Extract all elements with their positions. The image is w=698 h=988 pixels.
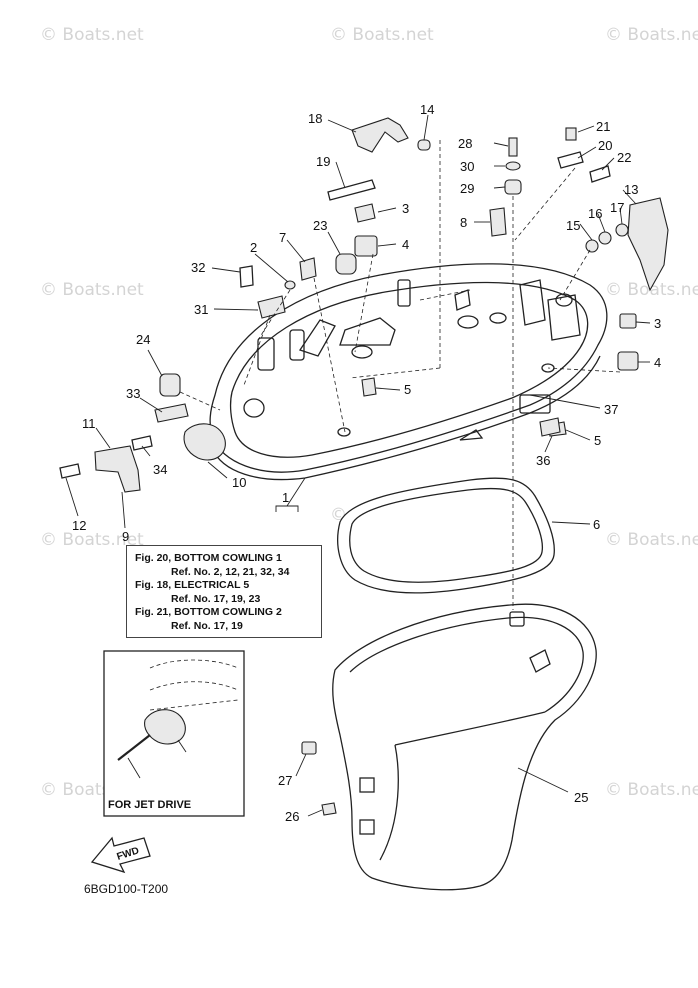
- callout-7: 7: [279, 230, 286, 245]
- grommet-29: [504, 179, 522, 195]
- fwd-arrow-icon: FWD: [90, 836, 151, 874]
- plate-33: [154, 403, 189, 423]
- callout-18: 18: [308, 111, 322, 126]
- callout-6: 6: [593, 517, 600, 532]
- bottom-cowling-pan: [209, 263, 608, 481]
- callout-9: 9: [122, 529, 129, 544]
- screw-34: [131, 435, 153, 451]
- callout-28: 28: [458, 136, 472, 151]
- callout-12: 12: [72, 518, 86, 533]
- watermark: © Boats.net: [605, 780, 698, 800]
- leader-lines: [65, 114, 651, 817]
- ref-line: Ref. No. 2, 12, 21, 32, 34: [171, 565, 290, 578]
- callout-15: 15: [566, 218, 580, 233]
- watermark: © Boats.net: [40, 530, 144, 550]
- callout-22: 22: [617, 150, 631, 165]
- ref-line: Ref. No. 17, 19: [171, 619, 243, 632]
- collar-5a: [361, 377, 377, 397]
- callout-23: 23: [313, 218, 327, 233]
- grommet-14: [417, 139, 431, 151]
- callout-17: 17: [610, 200, 624, 215]
- nut-7: [299, 257, 317, 281]
- watermark: © Boats.net: [605, 25, 698, 45]
- callout-27: 27: [278, 773, 292, 788]
- callout-16: 16: [588, 206, 602, 221]
- bolt-19: [327, 179, 376, 201]
- callout-24: 24: [136, 332, 150, 347]
- cowling-seal: [337, 477, 555, 594]
- bracket-18: [351, 117, 409, 153]
- callout-20: 20: [598, 138, 612, 153]
- washer-15: [585, 239, 599, 253]
- callout-31: 31: [194, 302, 208, 317]
- bracket-31: [257, 295, 286, 319]
- callout-4: 4: [402, 237, 409, 252]
- ref-line: Fig. 20, BOTTOM COWLING 1: [135, 552, 282, 564]
- callout-30: 30: [460, 159, 474, 174]
- callout-3: 3: [654, 316, 661, 331]
- bolt-3b: [619, 313, 637, 329]
- watermark: © Boats.net: [40, 25, 144, 45]
- ref-line: Fig. 21, BOTTOM COWLING 2: [135, 606, 282, 618]
- washer-16: [598, 231, 612, 245]
- washer-30: [505, 161, 521, 171]
- watermark: © Boats.net: [605, 280, 698, 300]
- lever-13: [627, 197, 669, 292]
- callout-8: 8: [460, 215, 467, 230]
- callout-21: 21: [596, 119, 610, 134]
- bolt-32: [239, 265, 254, 288]
- clamp-11-9: [94, 445, 141, 493]
- callout-5: 5: [594, 433, 601, 448]
- bolt-28: [508, 137, 518, 157]
- grommet-10: [183, 423, 226, 461]
- callout-37: 37: [604, 402, 618, 417]
- jet-drive-inset: [103, 650, 245, 817]
- screw-21: [565, 127, 577, 141]
- callout-32: 32: [191, 260, 205, 275]
- callout-2: 2: [250, 240, 257, 255]
- callout-19: 19: [316, 154, 330, 169]
- ref-line: Fig. 18, ELECTRICAL 5: [135, 579, 250, 591]
- grommet-4b: [617, 351, 639, 371]
- watermark: © Boats.net: [40, 280, 144, 300]
- callout-numbers: 1 2 3 3 4 4 5 5 6 7 8 9 10 10 11 12 13 1…: [72, 102, 661, 824]
- callout-4: 4: [654, 355, 661, 370]
- lower-cowling: [332, 603, 597, 891]
- callout-5: 5: [404, 382, 411, 397]
- ref-line: Ref. No. 17, 19, 23: [171, 592, 261, 605]
- reference-box: Fig. 20, BOTTOM COWLING 1 Ref. No. 2, 12…: [126, 545, 322, 638]
- callout-13: 13: [624, 182, 638, 197]
- nut-26: [321, 802, 337, 816]
- damper-8: [489, 207, 507, 237]
- callout-11: 11: [82, 416, 96, 431]
- watermark: © Boats.net: [605, 530, 698, 550]
- callout-33: 33: [126, 386, 140, 401]
- bolt-3a: [354, 203, 376, 223]
- grommet-24: [159, 373, 181, 397]
- callout-34: 34: [153, 462, 167, 477]
- washer-17: [615, 223, 629, 237]
- grommet-4a: [354, 235, 378, 257]
- callout-26: 26: [285, 809, 299, 824]
- grommet-23: [335, 253, 357, 275]
- screw-27: [301, 741, 317, 755]
- spring-22: [589, 165, 611, 183]
- callout-1: 1: [282, 490, 289, 505]
- callout-29: 29: [460, 181, 474, 196]
- callout-10: 10: [232, 475, 246, 490]
- screw-12: [59, 463, 81, 479]
- callout-3: 3: [402, 201, 409, 216]
- hardware-parts: [59, 117, 669, 816]
- pin-2: [284, 280, 296, 290]
- inset-label: FOR JET DRIVE: [108, 799, 192, 811]
- callout-14: 14: [420, 102, 434, 117]
- plate-20: [557, 151, 584, 169]
- callout-36: 36: [536, 453, 550, 468]
- watermark: © Boats.net: [330, 25, 434, 45]
- diagram-code: 6BGD100-T200: [84, 882, 169, 896]
- callout-25: 25: [574, 790, 588, 805]
- collar-36: [539, 417, 561, 437]
